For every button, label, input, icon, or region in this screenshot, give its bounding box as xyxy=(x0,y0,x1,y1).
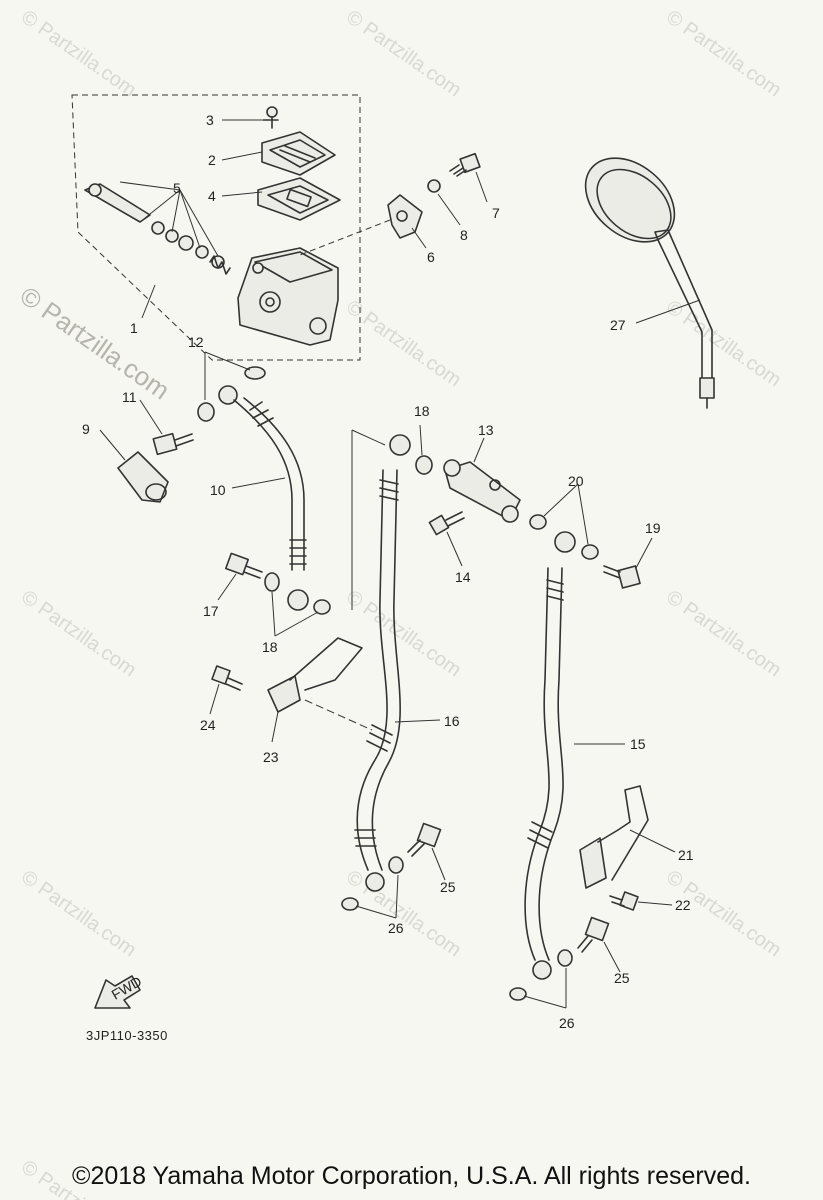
washer-part xyxy=(557,949,573,967)
union-bolt-part xyxy=(603,565,641,589)
callout-21: 21 xyxy=(678,847,694,863)
callout-20: 20 xyxy=(568,473,584,489)
washer-part xyxy=(264,572,280,592)
watermark: © Partzilla.com xyxy=(342,296,465,391)
hose-joint-part xyxy=(443,459,521,523)
union-bolt-part xyxy=(152,432,194,456)
bolt-part xyxy=(577,916,610,953)
callout-9: 9 xyxy=(82,421,90,437)
watermark-layer: © Partzilla.com © Partzilla.com © Partzi… xyxy=(15,6,786,1200)
bolt-part xyxy=(407,822,442,857)
callout-22: 22 xyxy=(675,897,691,913)
watermark: © Partzilla.com xyxy=(662,866,785,961)
washer-part xyxy=(197,402,215,422)
washer-part xyxy=(427,179,441,193)
watermark: © Partzilla.com xyxy=(17,586,140,681)
callout-18a: 18 xyxy=(414,403,430,419)
bolt-part xyxy=(449,152,481,177)
leader-lines xyxy=(99,119,701,1009)
callout-4: 4 xyxy=(208,188,216,204)
watermark: © Partzilla.com xyxy=(662,296,785,391)
callout-26a: 26 xyxy=(388,920,404,936)
washer-part xyxy=(529,514,547,530)
cap-screw-part xyxy=(262,106,279,129)
watermark: © Partzilla.com xyxy=(342,6,465,101)
callout-11: 11 xyxy=(122,389,137,405)
hose-clamp-part xyxy=(267,637,373,731)
master-cylinder-body xyxy=(237,247,339,346)
mirror-part xyxy=(584,157,715,409)
callout-15: 15 xyxy=(630,736,646,752)
watermark: © Partzilla.com xyxy=(15,280,176,405)
callout-10: 10 xyxy=(210,482,226,498)
brake-hose-part xyxy=(524,531,576,980)
callout-25b: 25 xyxy=(614,970,630,986)
union-bolt-part xyxy=(225,552,263,579)
callout-27: 27 xyxy=(610,317,626,333)
callout-3: 3 xyxy=(206,112,214,128)
bolt-part xyxy=(211,665,243,691)
washer-part xyxy=(313,599,331,615)
bolt-part xyxy=(609,891,639,911)
callout-19: 19 xyxy=(645,520,661,536)
callout-18b: 18 xyxy=(262,639,278,655)
callout-1: 1 xyxy=(130,320,138,336)
callout-2: 2 xyxy=(208,152,216,168)
watermark: © Partzilla.com xyxy=(342,586,465,681)
callout-labels: 1 2 3 4 5 6 7 8 9 10 11 12 13 14 15 16 1… xyxy=(82,112,694,1031)
diaphragm-part xyxy=(257,177,341,221)
watermark: © Partzilla.com xyxy=(662,6,785,101)
assembly-box xyxy=(71,94,361,361)
washer-part xyxy=(388,856,404,874)
brake-hose-part xyxy=(351,429,411,892)
washer-part xyxy=(509,987,527,1001)
brake-hose-part xyxy=(218,385,309,611)
callout-25a: 25 xyxy=(440,879,456,895)
callout-26b: 26 xyxy=(559,1015,575,1031)
piston-kit-part xyxy=(84,183,231,275)
reservoir-cap-part xyxy=(261,131,336,176)
callout-17: 17 xyxy=(203,603,219,619)
watermark: © Partzilla.com xyxy=(662,586,785,681)
callout-6: 6 xyxy=(427,249,435,265)
diagram-code: 3JP110-3350 xyxy=(86,1028,168,1043)
watermark: © Partzilla.com xyxy=(17,866,140,961)
washer-part xyxy=(581,544,599,560)
copyright-notice: ©2018 Yamaha Motor Corporation, U.S.A. A… xyxy=(72,1162,751,1190)
callout-23: 23 xyxy=(263,749,279,765)
hose-clamp-part xyxy=(579,785,649,889)
callout-13: 13 xyxy=(478,422,494,438)
callout-12: 12 xyxy=(188,334,204,350)
callout-7: 7 xyxy=(492,205,500,221)
washer-part xyxy=(341,897,359,911)
callout-5: 5 xyxy=(173,180,181,196)
bolt-cover-part xyxy=(117,451,169,503)
callout-24: 24 xyxy=(200,717,216,733)
callout-16: 16 xyxy=(444,713,460,729)
callout-14: 14 xyxy=(455,569,471,585)
callout-8: 8 xyxy=(460,227,468,243)
fwd-arrow-icon: FWD xyxy=(94,973,144,1009)
watermark: © Partzilla.com xyxy=(17,6,140,101)
bolt-part xyxy=(428,511,465,536)
washer-part xyxy=(415,455,433,475)
